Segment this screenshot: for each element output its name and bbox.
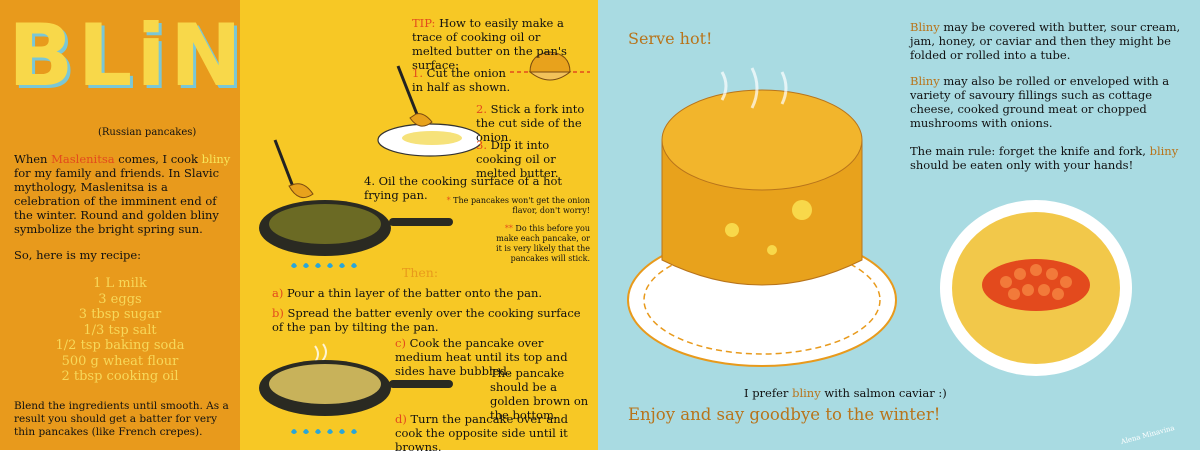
middle-panel: TIP: How to easily make a trace of cooki…	[240, 0, 598, 454]
intro-paragraph: When Maslenitsa comes, I cook bliny for …	[14, 152, 231, 236]
step-1: 1. Cut the onion in half as shown.	[412, 66, 511, 94]
artist-signature: Alena Minavina	[1119, 423, 1176, 447]
ingredient-item: 2 tbsp cooking oil	[61, 369, 179, 384]
pancake-stack-icon	[627, 67, 897, 367]
note-1: * The pancakes won't get the onion flavo…	[446, 196, 590, 215]
step-4: 4. Oil the cooking surface of a hot fryi…	[364, 174, 563, 202]
rolled-paragraph: Bliny may also be rolled or enveloped wi…	[910, 74, 1170, 130]
step-c: c) Cook the pancake over medium heat unt…	[395, 336, 568, 378]
ingredient-item: 1/3 tsp salt	[83, 322, 157, 338]
caviar-pancake-icon	[940, 200, 1132, 376]
prefer-text: I prefer bliny with salmon caviar :)	[744, 386, 947, 400]
step-2: 2. Stick a fork into the cut side of the…	[476, 102, 585, 144]
rule-paragraph: The main rule: forget the knife and fork…	[910, 144, 1179, 172]
onion-icon	[510, 51, 590, 81]
tip-text: TIP: How to easily make a trace of cooki…	[412, 16, 567, 72]
step-c-note: The pancake should be a golden brown on …	[490, 366, 589, 422]
ingredient-item: 1/2 tsp baking soda	[55, 338, 185, 353]
goodbye-text: Enjoy and say goodbye to the winter!	[628, 405, 941, 424]
ingredient-list: 1 L milk 3 eggs 3 tbsp sugar 1/3 tsp sal…	[0, 276, 240, 385]
blend-note: Blend the ingredients until smooth. As a…	[14, 400, 229, 438]
ingredient-item: 500 g wheat flour	[61, 353, 179, 369]
right-panel: Serve hot! Bliny may be covered with but…	[598, 0, 1200, 450]
frying-pan-with-pancake-icon	[259, 343, 453, 434]
subtitle: (Russian pancakes)	[98, 127, 197, 138]
frying-pan-icon	[259, 139, 453, 268]
note-2: ** Do this before you make each pancake,…	[496, 224, 590, 263]
ingredient-item: 3 tbsp sugar	[78, 307, 162, 322]
left-panel: BLiNY (Russian pancakes) When Maslenitsa…	[0, 0, 308, 450]
then-heading: Then:	[402, 265, 439, 280]
step-d: d) Turn the pancake over and cook the op…	[395, 412, 568, 454]
cover-paragraph: Bliny may be covered with butter, sour c…	[910, 20, 1181, 62]
recipe-lead: So, here is my recipe:	[14, 248, 142, 262]
step-a: a) Pour a thin layer of the batter onto …	[272, 286, 543, 300]
fork-on-plate-icon	[377, 65, 480, 157]
serve-hot: Serve hot!	[628, 29, 713, 48]
ingredient-item: 3 eggs	[98, 291, 142, 307]
step-3: 3. Dip it into cooking oil or melted but…	[476, 138, 559, 180]
step-b: b) Spread the batter evenly over the coo…	[272, 306, 581, 334]
ingredient-item: 1 L milk	[93, 276, 147, 291]
